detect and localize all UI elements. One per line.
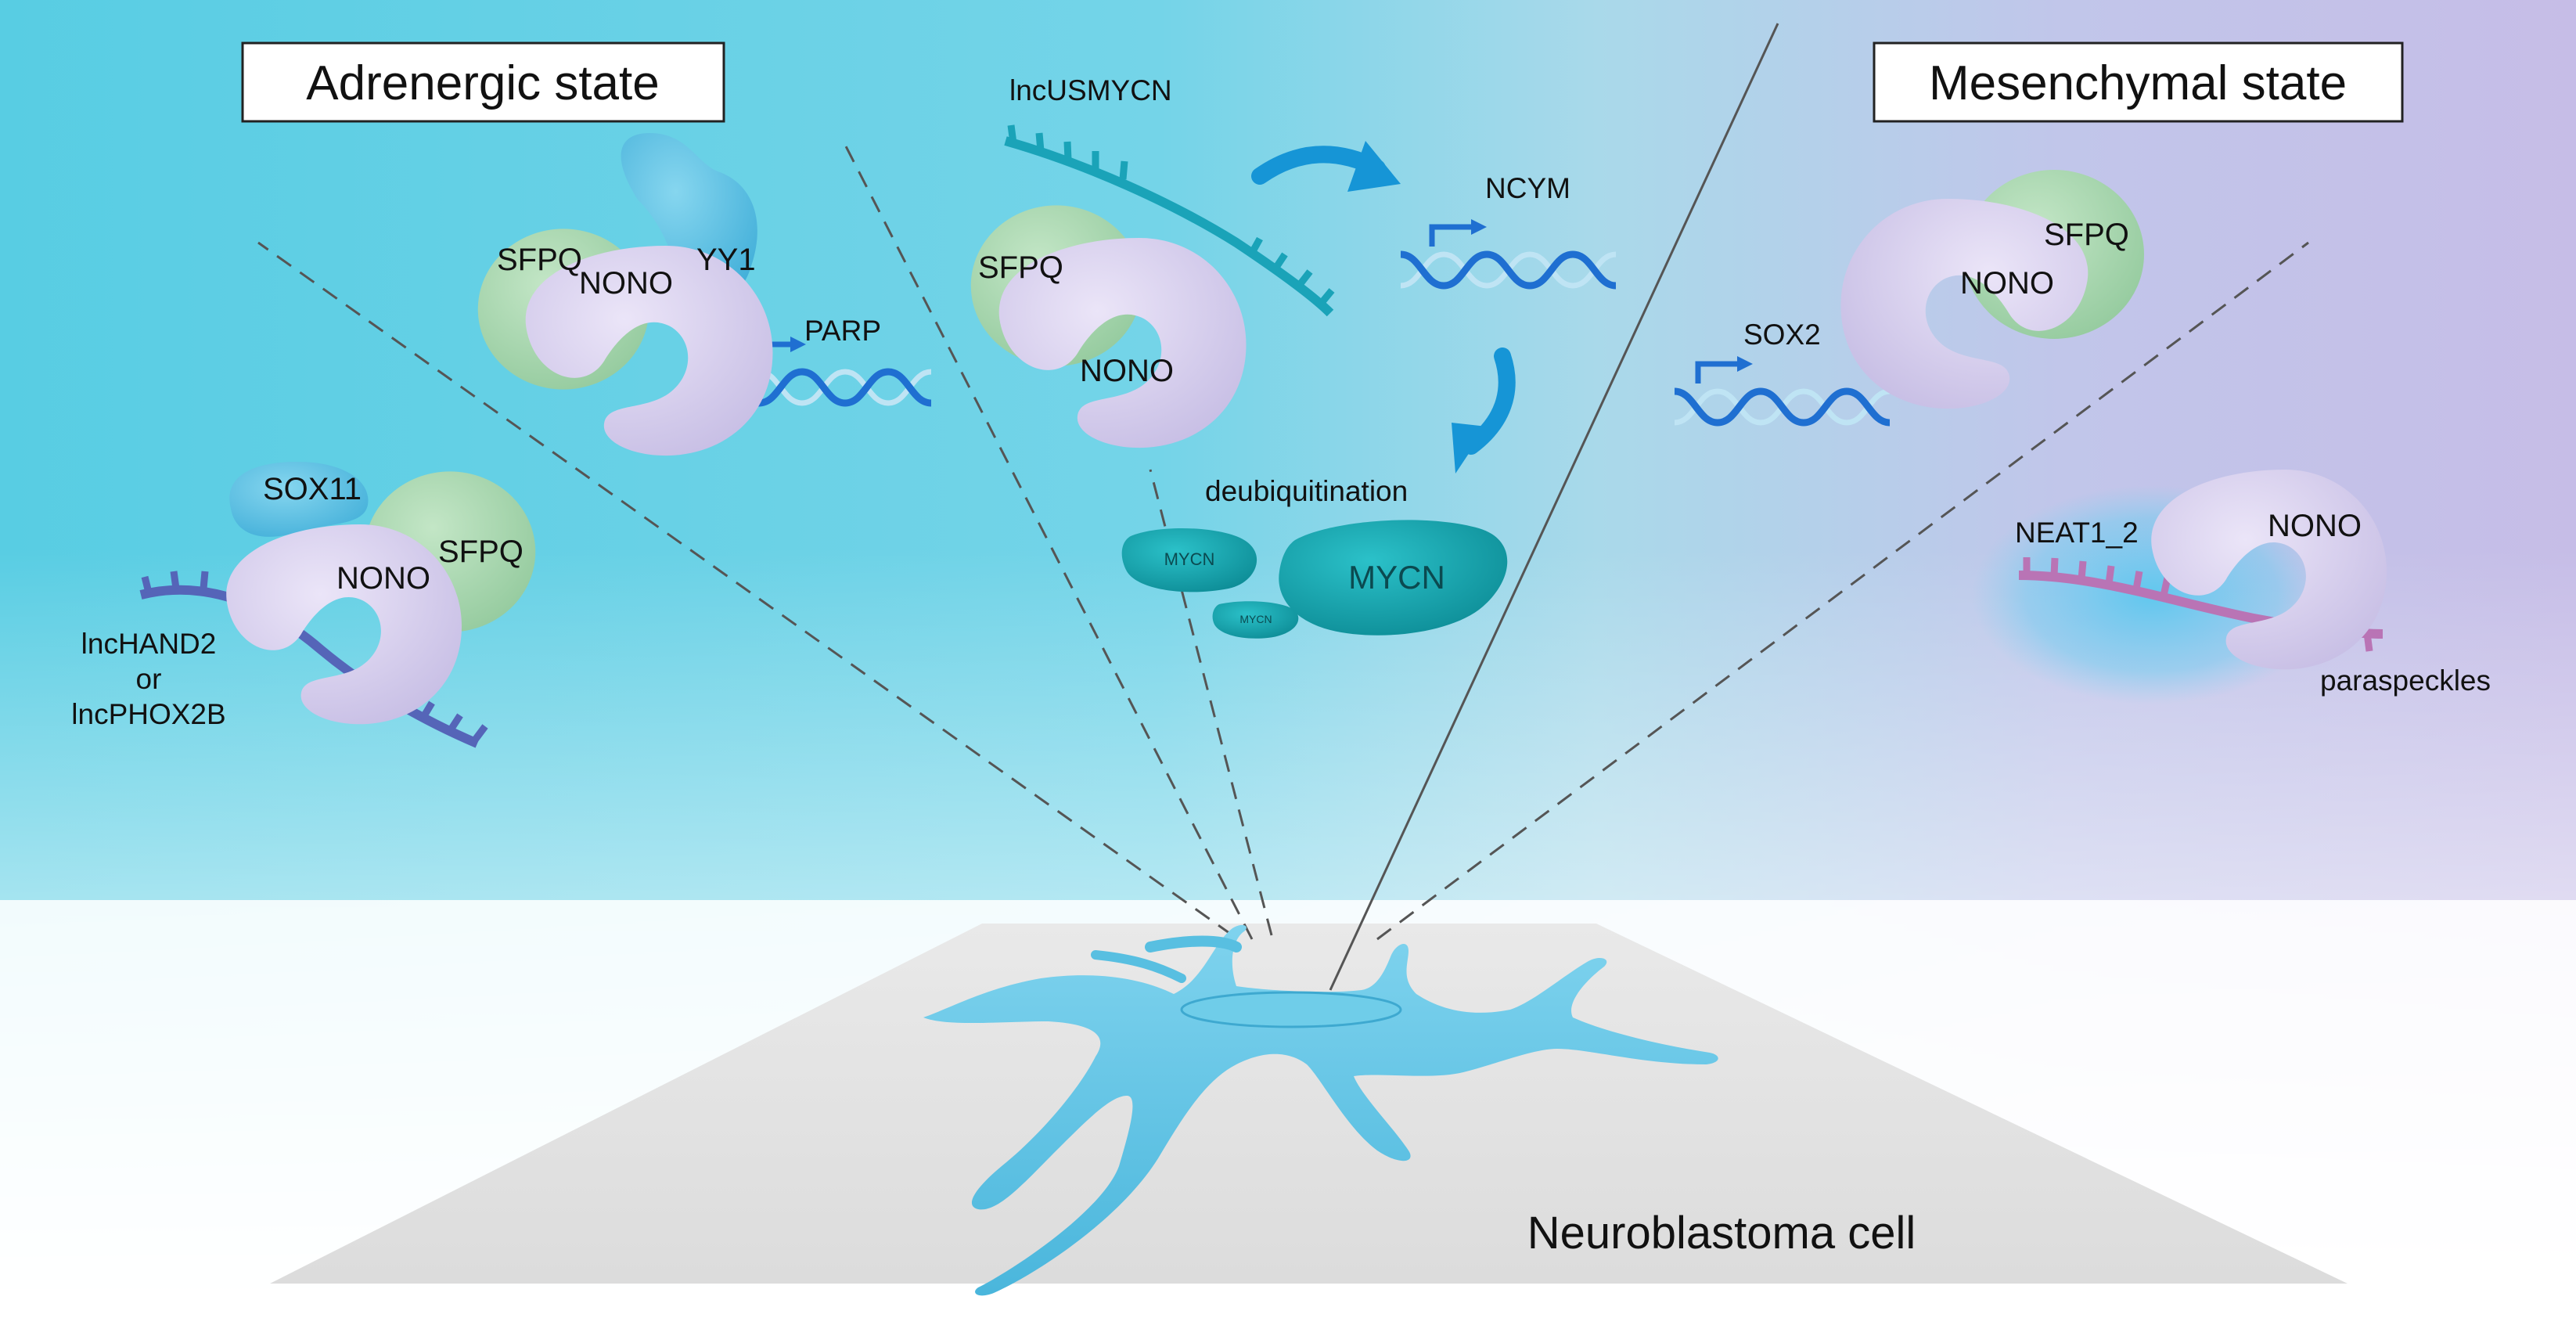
label-neat1-2: NEAT1_2 — [2015, 517, 2139, 549]
floor-plane — [270, 924, 2348, 1284]
complex-lncusmycn: lncUSMYCN SFPQ NONO — [970, 74, 1335, 448]
label-lncphox2b: lncPHOX2B — [71, 698, 225, 730]
label-or: or — [136, 663, 162, 695]
label-nono-1: NONO — [579, 266, 673, 301]
dashed-ray-left — [257, 241, 1233, 937]
tss-arrow-ncym — [1429, 224, 1471, 247]
arrow-head-deubiquitination — [1452, 423, 1487, 474]
complex-sox2: SFPQ NONO SOX2 — [1675, 170, 2144, 423]
mycn-group: deubiquitination MYCN MYCN MYCN — [1121, 475, 1508, 639]
label-sox11: SOX11 — [263, 472, 362, 506]
complex-neat1-paraspeckles: NONO NEAT1_2 paraspeckles — [2015, 470, 2491, 697]
sox11-protein — [229, 462, 369, 537]
complex-yy1-parp: SFPQ NONO YY1 PARP — [477, 133, 931, 456]
yy1-protein — [621, 133, 757, 301]
label-nono-2: NONO — [336, 561, 430, 596]
label-deubiquitination: deubiquitination — [1205, 475, 1408, 507]
dashed-ray-right — [1376, 241, 2309, 941]
label-sfpq-4: SFPQ — [2044, 218, 2129, 252]
title-box-mesenchymal: Mesenchymal state — [1873, 41, 2404, 123]
label-sfpq-3: SFPQ — [978, 250, 1063, 285]
complex-sox11-lncrna: SOX11 NONO SFPQ lncHAND2 or lncPHOX2B — [71, 462, 536, 748]
dashed-ray-mid-left — [844, 144, 1254, 940]
label-neuroblastoma-cell: Neuroblastoma cell — [1527, 1208, 1916, 1259]
label-mycn-large: MYCN — [1348, 559, 1445, 596]
label-sfpq-1: SFPQ — [497, 243, 582, 277]
title-adrenergic: Adrenergic state — [306, 56, 659, 110]
label-mycn-small: MYCN — [1164, 549, 1215, 569]
ncym-gene: NCYM — [1401, 172, 1616, 286]
label-paraspeckles: paraspeckles — [2320, 664, 2491, 697]
label-nono-4: NONO — [1960, 266, 2054, 301]
title-mesenchymal: Mesenchymal state — [1929, 56, 2347, 110]
label-sfpq-2: SFPQ — [438, 535, 523, 569]
label-yy1: YY1 — [696, 243, 756, 277]
label-lnchand2: lncHAND2 — [81, 628, 217, 660]
neuroblastoma-cell — [923, 924, 1718, 1296]
label-sox2: SOX2 — [1743, 319, 1821, 351]
lncusmycn-strand — [1004, 136, 1334, 317]
label-nono-3: NONO — [1080, 354, 1174, 388]
title-box-adrenergic: Adrenergic state — [241, 41, 725, 123]
label-ncym: NCYM — [1485, 172, 1570, 204]
arrow-to-deubiquitination — [1462, 348, 1516, 455]
label-nono-5: NONO — [2268, 509, 2362, 543]
mycn-protein-small — [1121, 528, 1257, 592]
label-parp: PARP — [804, 315, 881, 347]
tss-arrow-sox2 — [1695, 361, 1737, 384]
label-mycn-tiny: MYCN — [1239, 613, 1272, 625]
mycn-protein-tiny — [1212, 601, 1299, 639]
arrow-head-ncym — [1347, 141, 1401, 192]
label-lncusmycn: lncUSMYCN — [1009, 74, 1172, 106]
mycn-protein-large — [1279, 520, 1508, 636]
state-divider-line — [1329, 23, 1779, 991]
